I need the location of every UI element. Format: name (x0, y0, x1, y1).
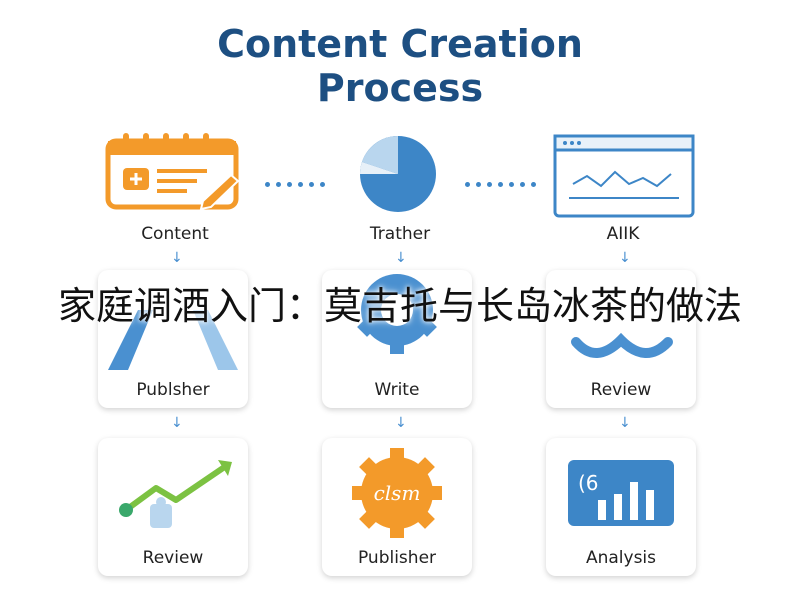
card-review-middle: Review (546, 270, 696, 408)
chart-inner-text: (6 (578, 471, 599, 495)
card-label: Analysis (585, 548, 657, 568)
overlay-caption: 家庭调酒入门：莫吉托与长岛冰茶的做法 (57, 284, 742, 328)
person-icon (571, 332, 673, 358)
card-review-bottom: Review (98, 438, 248, 576)
arrow-down-icon: ↓ (619, 250, 631, 266)
title-line-2: Process (316, 66, 484, 110)
bar-chart-icon: (6 (568, 460, 674, 526)
card-label: Publsher (136, 380, 210, 400)
connector-dots-2 (465, 172, 542, 191)
trend-arrow-icon (119, 460, 232, 528)
label-content: Content (141, 224, 209, 244)
diagram-title: Content Creation Process (0, 22, 800, 110)
arrow-down-icon: ↓ (171, 415, 183, 431)
card-label: Review (590, 380, 652, 400)
arrow-down-icon: ↓ (395, 250, 407, 266)
pie-chart-icon (360, 136, 436, 212)
card-label: Write (374, 380, 420, 400)
arrow-down-icon: ↓ (619, 415, 631, 431)
gear-inner-text: clsm (374, 481, 421, 505)
card-publisher: clsm Publisher (322, 438, 472, 576)
orange-gear-icon: clsm (352, 448, 442, 538)
gear-icon (357, 274, 437, 354)
card-write: Write (322, 270, 472, 408)
connector-dots-1 (265, 172, 331, 191)
browser-line-chart-icon (553, 134, 695, 218)
card-label: Review (142, 548, 204, 568)
people-icon (108, 310, 238, 370)
arrow-down-icon: ↓ (171, 250, 183, 266)
calendar-edit-icon (105, 133, 240, 211)
card-label: Publisher (357, 548, 437, 568)
label-aiik: AIIK (606, 224, 640, 244)
title-line-1: Content Creation (217, 22, 583, 66)
arrow-down-icon: ↓ (395, 415, 407, 431)
label-trather: Trather (369, 224, 431, 244)
card-analysis: (6 Analysis (546, 438, 696, 576)
card-publsher: Publsher (98, 270, 248, 408)
